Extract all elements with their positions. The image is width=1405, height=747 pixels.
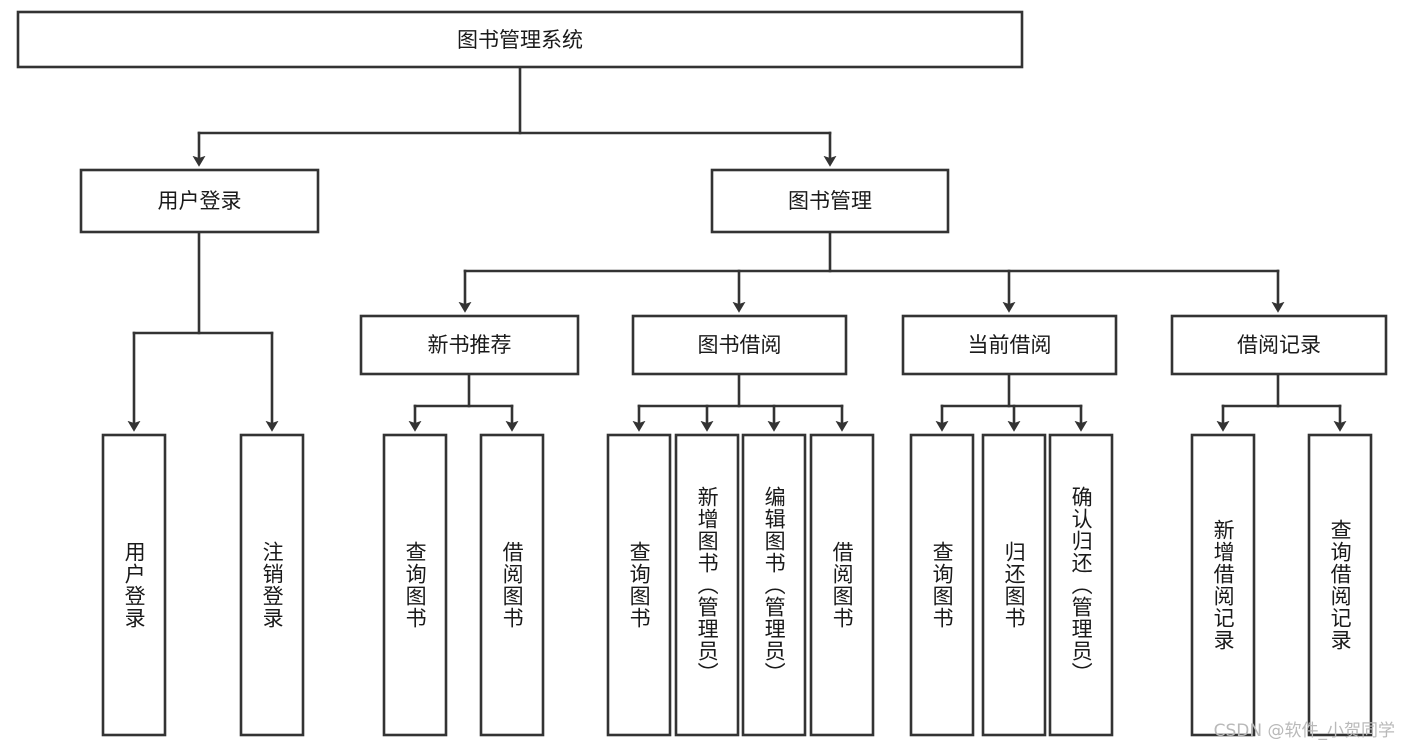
node-root-system[interactable] [16, 10, 1024, 69]
node-current-borrow[interactable] [901, 314, 1118, 376]
node-book-management-label: 图书管理 [788, 189, 872, 213]
leaf-box-query-book-new[interactable] [382, 433, 448, 737]
csdn-watermark: CSDN @软件_小贺同学 [1213, 721, 1395, 741]
node-root-system-label: 图书管理系统 [457, 28, 583, 52]
edges-group [127, 65, 1347, 432]
node-new-book-recommend[interactable] [359, 314, 580, 376]
leaf-box-query-book-borrow[interactable] [606, 433, 672, 737]
leaf-box-user-login[interactable] [101, 433, 167, 737]
node-borrow-record-label: 借阅记录 [1237, 333, 1321, 357]
node-user-login[interactable] [79, 168, 320, 234]
node-book-borrow-label: 图书借阅 [698, 333, 782, 357]
node-current-borrow-label: 当前借阅 [968, 333, 1052, 357]
leaf-box-edit-book-admin[interactable] [741, 433, 807, 737]
leaf-box-query-book-current[interactable] [909, 433, 975, 737]
leaf-box-logout[interactable] [239, 433, 305, 737]
node-user-login-label: 用户登录 [158, 189, 242, 213]
leaf-box-borrow-book[interactable] [809, 433, 875, 737]
leaf-box-query-borrow-record[interactable] [1307, 433, 1373, 737]
nodes-group: 图书管理系统 用户登录 图书管理 新书推荐 图书借阅 当前借阅 借阅记录 [16, 10, 1388, 737]
node-book-management[interactable] [710, 168, 950, 234]
leaf-box-add-book-admin[interactable] [674, 433, 740, 737]
leaf-box-return-book[interactable] [981, 433, 1047, 737]
leaf-box-add-borrow-record[interactable] [1190, 433, 1256, 737]
leaf-box-borrow-book-new[interactable] [479, 433, 545, 737]
leaf-box-confirm-return-admin[interactable] [1048, 433, 1114, 737]
node-new-book-recommend-label: 新书推荐 [428, 333, 512, 357]
node-book-borrow[interactable] [631, 314, 848, 376]
node-borrow-record[interactable] [1170, 314, 1388, 376]
